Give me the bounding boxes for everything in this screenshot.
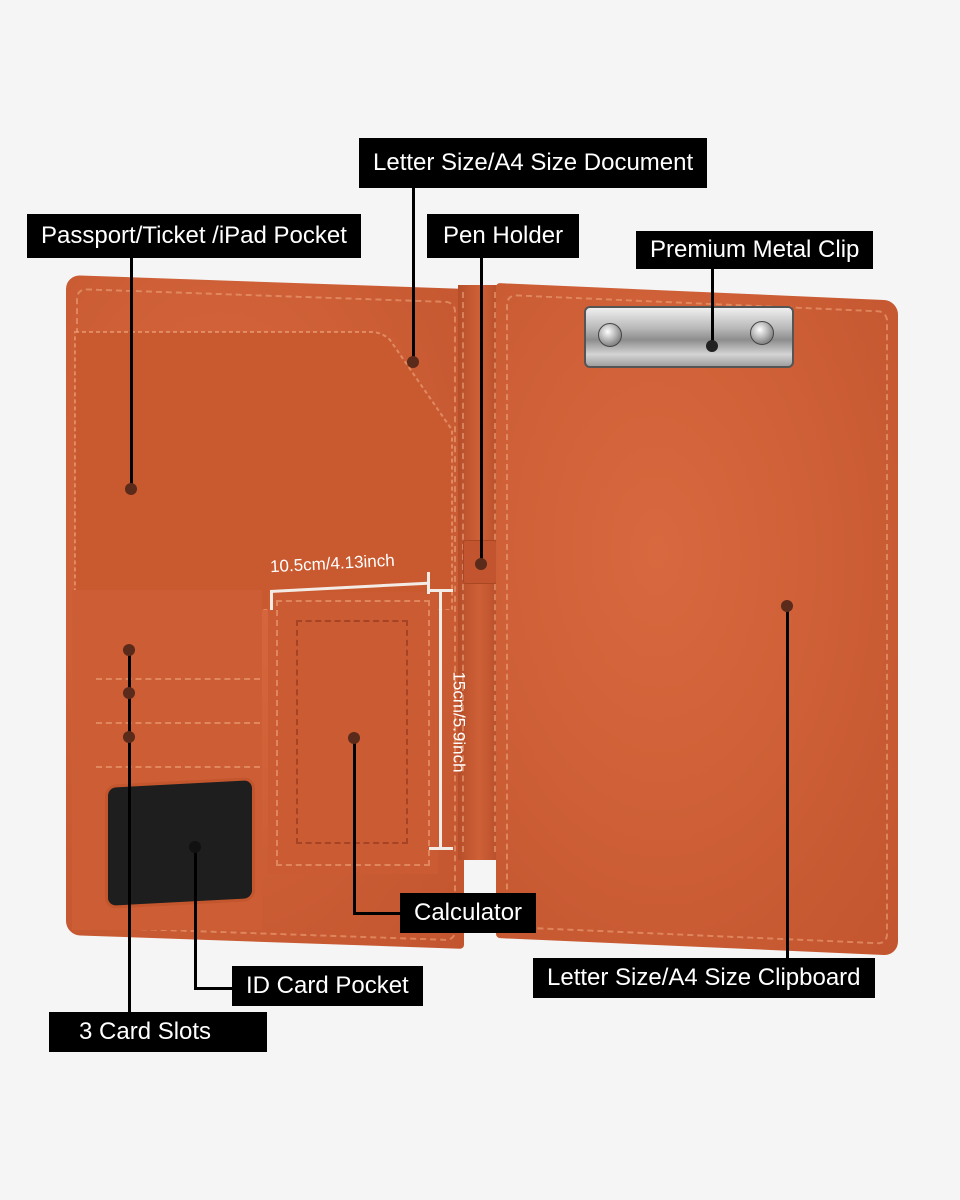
clip-rivet-left <box>598 323 622 347</box>
card-slot-3 <box>96 724 260 768</box>
id-card-dot <box>189 841 201 853</box>
document-pocket <box>74 331 453 610</box>
clipboard-dot <box>781 600 793 612</box>
card-slot-2 <box>96 680 260 724</box>
width-measure-tick-right <box>427 572 430 594</box>
right-panel-stitch <box>506 294 888 945</box>
callout-passport-pocket: Passport/Ticket /iPad Pocket <box>27 214 361 258</box>
card-slot-dot-2 <box>123 687 135 699</box>
id-card-leader-horizontal <box>194 987 234 990</box>
card-slot-dot-3 <box>123 731 135 743</box>
callout-metal-clip: Premium Metal Clip <box>636 231 874 269</box>
card-slots-leader <box>128 650 131 1014</box>
calculator-inner-frame <box>296 620 408 844</box>
pen-holder-dot <box>475 558 487 570</box>
callout-card-slots: 3 Card Slots <box>49 1012 267 1052</box>
width-measure-tick-left <box>270 590 273 610</box>
height-measure-label: 15cm/5.9inch <box>449 671 469 773</box>
card-slot-1 <box>96 636 260 680</box>
document-dot <box>407 356 419 368</box>
document-leader <box>412 186 415 362</box>
clipboard-leader <box>786 606 789 958</box>
passport-leader <box>130 256 133 490</box>
metal-clip-leader <box>711 266 714 346</box>
passport-dot <box>125 483 137 495</box>
callout-pen-holder: Pen Holder <box>427 214 580 258</box>
calculator-leader-vertical <box>353 738 356 914</box>
id-card-leader-vertical <box>194 847 197 989</box>
callout-calculator: Calculator <box>400 893 537 933</box>
calculator-leader-horizontal <box>353 912 401 915</box>
callout-clipboard: Letter Size/A4 Size Clipboard <box>533 958 875 998</box>
metal-clip-dot <box>706 340 718 352</box>
callout-document: Letter Size/A4 Size Document <box>359 138 708 188</box>
callout-id-card-pocket: ID Card Pocket <box>232 966 423 1006</box>
card-slot-dot-1 <box>123 644 135 656</box>
clip-rivet-right <box>750 321 774 345</box>
height-measure-tick-bottom <box>429 847 453 850</box>
height-measure-line <box>439 590 442 848</box>
height-measure-tick-top <box>429 589 453 592</box>
pen-holder-leader <box>480 256 483 564</box>
calculator-dot <box>348 732 360 744</box>
